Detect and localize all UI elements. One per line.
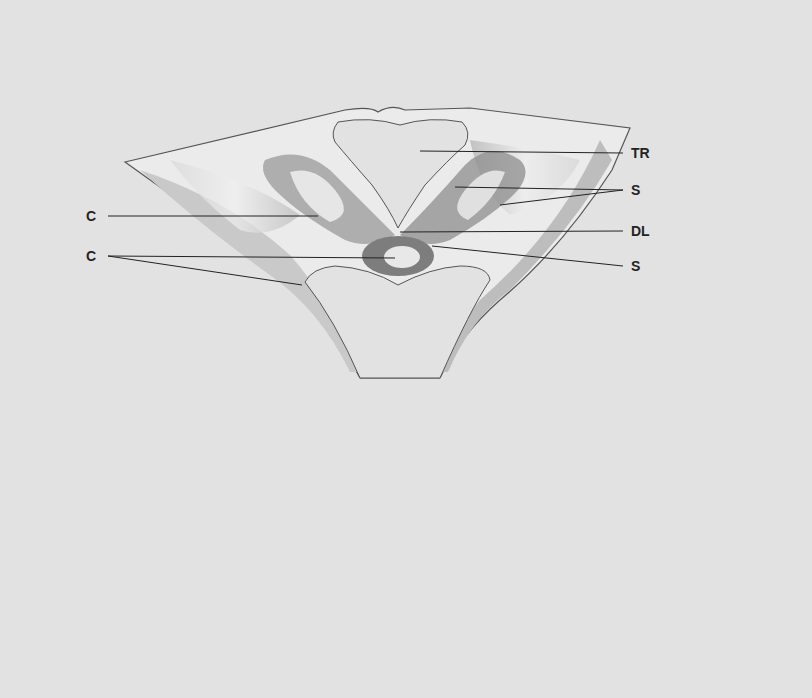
part-label: C (85, 248, 97, 264)
part-label: S (630, 258, 641, 274)
fold-highlight (290, 170, 344, 222)
fold-highlight (457, 170, 505, 220)
part-label: S (630, 182, 641, 198)
central-highlight (384, 246, 420, 268)
lower-opening (305, 266, 490, 378)
leader-lines (108, 151, 623, 285)
part-label: C (85, 208, 97, 224)
central-node (362, 236, 434, 276)
part-label: DL (630, 223, 651, 239)
part-label: TR (630, 145, 651, 161)
upper-opening (333, 120, 468, 228)
body-outline (125, 107, 630, 378)
